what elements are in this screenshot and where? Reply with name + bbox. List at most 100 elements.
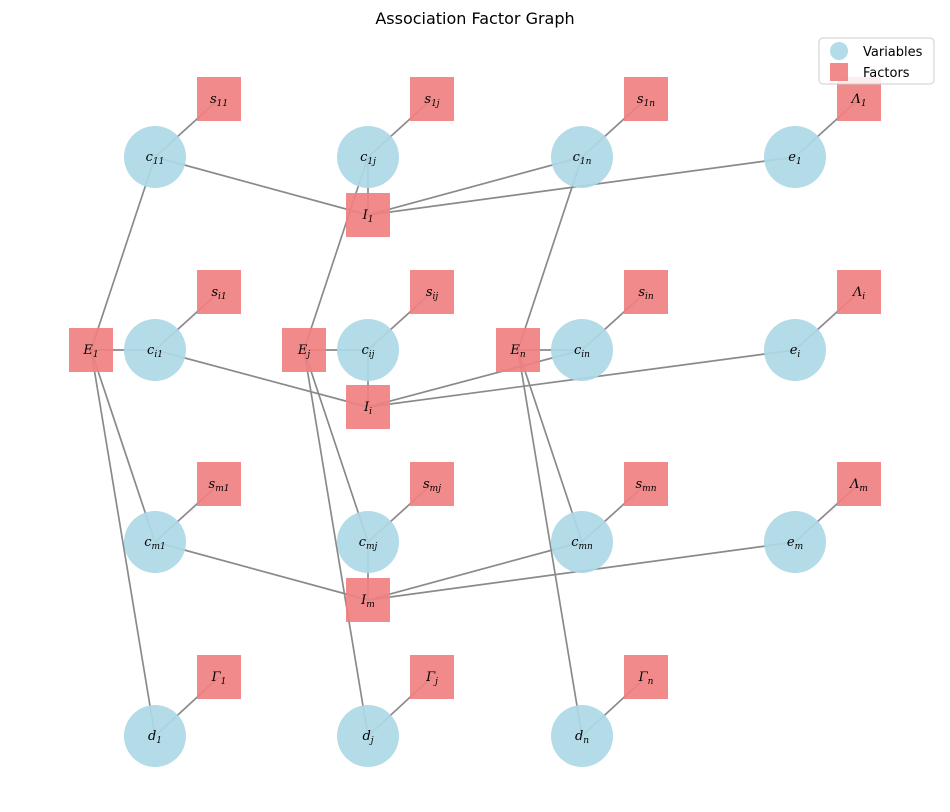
variable-node-cmn: cmn <box>551 511 613 573</box>
node-shape-sm1 <box>197 462 241 506</box>
node-label-dj: dj <box>362 729 373 746</box>
edge-cm1-Im <box>154 541 369 601</box>
factor-node-sij: sij <box>410 270 454 314</box>
legend-variable-marker <box>830 42 848 60</box>
edge-c1n-I1 <box>367 156 583 216</box>
node-label-cin: cin <box>574 343 590 360</box>
factor-node-Gj: Γj <box>410 655 454 699</box>
variable-node-c11: c11 <box>124 126 186 188</box>
edge-c11-I1 <box>154 156 369 216</box>
edge-E1-c11 <box>90 156 156 351</box>
node-label-sin: sin <box>638 285 654 302</box>
node-label-Ej: Ej <box>297 343 311 360</box>
node-label-em: em <box>787 535 803 552</box>
node-label-cij: cij <box>362 343 375 360</box>
variable-node-ci1: ci1 <box>124 319 186 381</box>
node-shape-dn <box>551 705 613 767</box>
node-label-si1: si1 <box>211 285 226 302</box>
node-shape-sin <box>624 270 668 314</box>
edges-layer <box>90 98 860 737</box>
edge-Ej-c1j <box>303 156 369 351</box>
node-shape-em <box>764 511 826 573</box>
factor-node-E1: E1 <box>69 328 113 372</box>
factor-node-G1: Γ1 <box>197 655 241 699</box>
variable-node-ei: ei <box>764 319 826 381</box>
factor-node-smn: smn <box>624 462 668 506</box>
node-shape-cij <box>337 319 399 381</box>
node-label-smn: smn <box>635 477 656 494</box>
node-label-I1: I1 <box>362 208 374 225</box>
node-shape-dj <box>337 705 399 767</box>
node-shape-Li <box>837 270 881 314</box>
edge-En-dn <box>517 349 583 737</box>
node-label-Li: Λi <box>852 285 865 302</box>
node-shape-Ej <box>282 328 326 372</box>
node-shape-s1n <box>624 77 668 121</box>
factor-node-Ii: Ii <box>346 385 390 429</box>
factor-node-si1: si1 <box>197 270 241 314</box>
node-shape-cmj <box>337 511 399 573</box>
node-label-s1j: s1j <box>424 92 439 109</box>
chart-title: Association Factor Graph <box>375 9 574 28</box>
node-label-Ii: Ii <box>363 400 372 417</box>
node-shape-I1 <box>346 193 390 237</box>
node-label-s1n: s1n <box>637 92 655 109</box>
node-shape-E1 <box>69 328 113 372</box>
factor-node-sm1: sm1 <box>197 462 241 506</box>
node-shape-cm1 <box>124 511 186 573</box>
node-shape-Ii <box>346 385 390 429</box>
edge-En-c1n <box>517 156 583 351</box>
variable-node-cin: cin <box>551 319 613 381</box>
node-label-d1: d1 <box>148 729 162 746</box>
variable-node-c1j: c1j <box>337 126 399 188</box>
node-shape-Im <box>346 578 390 622</box>
node-label-smj: smj <box>423 477 441 494</box>
node-label-Im: Im <box>360 593 375 610</box>
factor-node-Gn: Γn <box>624 655 668 699</box>
node-shape-Gj <box>410 655 454 699</box>
node-shape-d1 <box>124 705 186 767</box>
edge-Ej-cmj <box>303 349 369 543</box>
factor-node-Li: Λi <box>837 270 881 314</box>
node-shape-s1j <box>410 77 454 121</box>
edge-cmn-Im <box>367 541 583 601</box>
node-shape-ci1 <box>124 319 186 381</box>
factor-node-Im: Im <box>346 578 390 622</box>
node-shape-smj <box>410 462 454 506</box>
node-shape-cin <box>551 319 613 381</box>
edge-En-cmn <box>517 349 583 543</box>
node-label-Gj: Γj <box>425 670 438 687</box>
node-shape-s11 <box>197 77 241 121</box>
variable-node-dn: dn <box>551 705 613 767</box>
node-label-En: En <box>509 343 526 360</box>
variable-node-cij: cij <box>337 319 399 381</box>
factor-node-s1n: s1n <box>624 77 668 121</box>
legend-factors-label: Factors <box>863 66 910 81</box>
node-label-sm1: sm1 <box>209 477 230 494</box>
node-shape-ei <box>764 319 826 381</box>
edge-Ej-dj <box>303 349 369 737</box>
node-label-dn: dn <box>575 729 589 746</box>
node-shape-En <box>496 328 540 372</box>
edge-E1-d1 <box>90 349 156 737</box>
variable-node-d1: d1 <box>124 705 186 767</box>
node-shape-smn <box>624 462 668 506</box>
node-label-c1j: c1j <box>360 150 376 167</box>
node-label-cmn: cmn <box>571 535 593 552</box>
node-label-c11: c11 <box>146 150 165 167</box>
factor-node-I1: I1 <box>346 193 390 237</box>
node-label-Gn: Γn <box>638 670 654 687</box>
node-shape-c1j <box>337 126 399 188</box>
node-shape-G1 <box>197 655 241 699</box>
node-shape-Gn <box>624 655 668 699</box>
node-label-sij: sij <box>426 285 439 302</box>
node-shape-cmn <box>551 511 613 573</box>
factor-node-Ej: Ej <box>282 328 326 372</box>
factor-node-smj: smj <box>410 462 454 506</box>
edge-E1-cm1 <box>90 349 156 543</box>
variable-node-cm1: cm1 <box>124 511 186 573</box>
edge-ci1-Ii <box>154 349 369 408</box>
factor-node-s11: s11 <box>197 77 241 121</box>
node-label-s11: s11 <box>210 92 228 109</box>
node-label-Lm: Λm <box>849 477 868 494</box>
